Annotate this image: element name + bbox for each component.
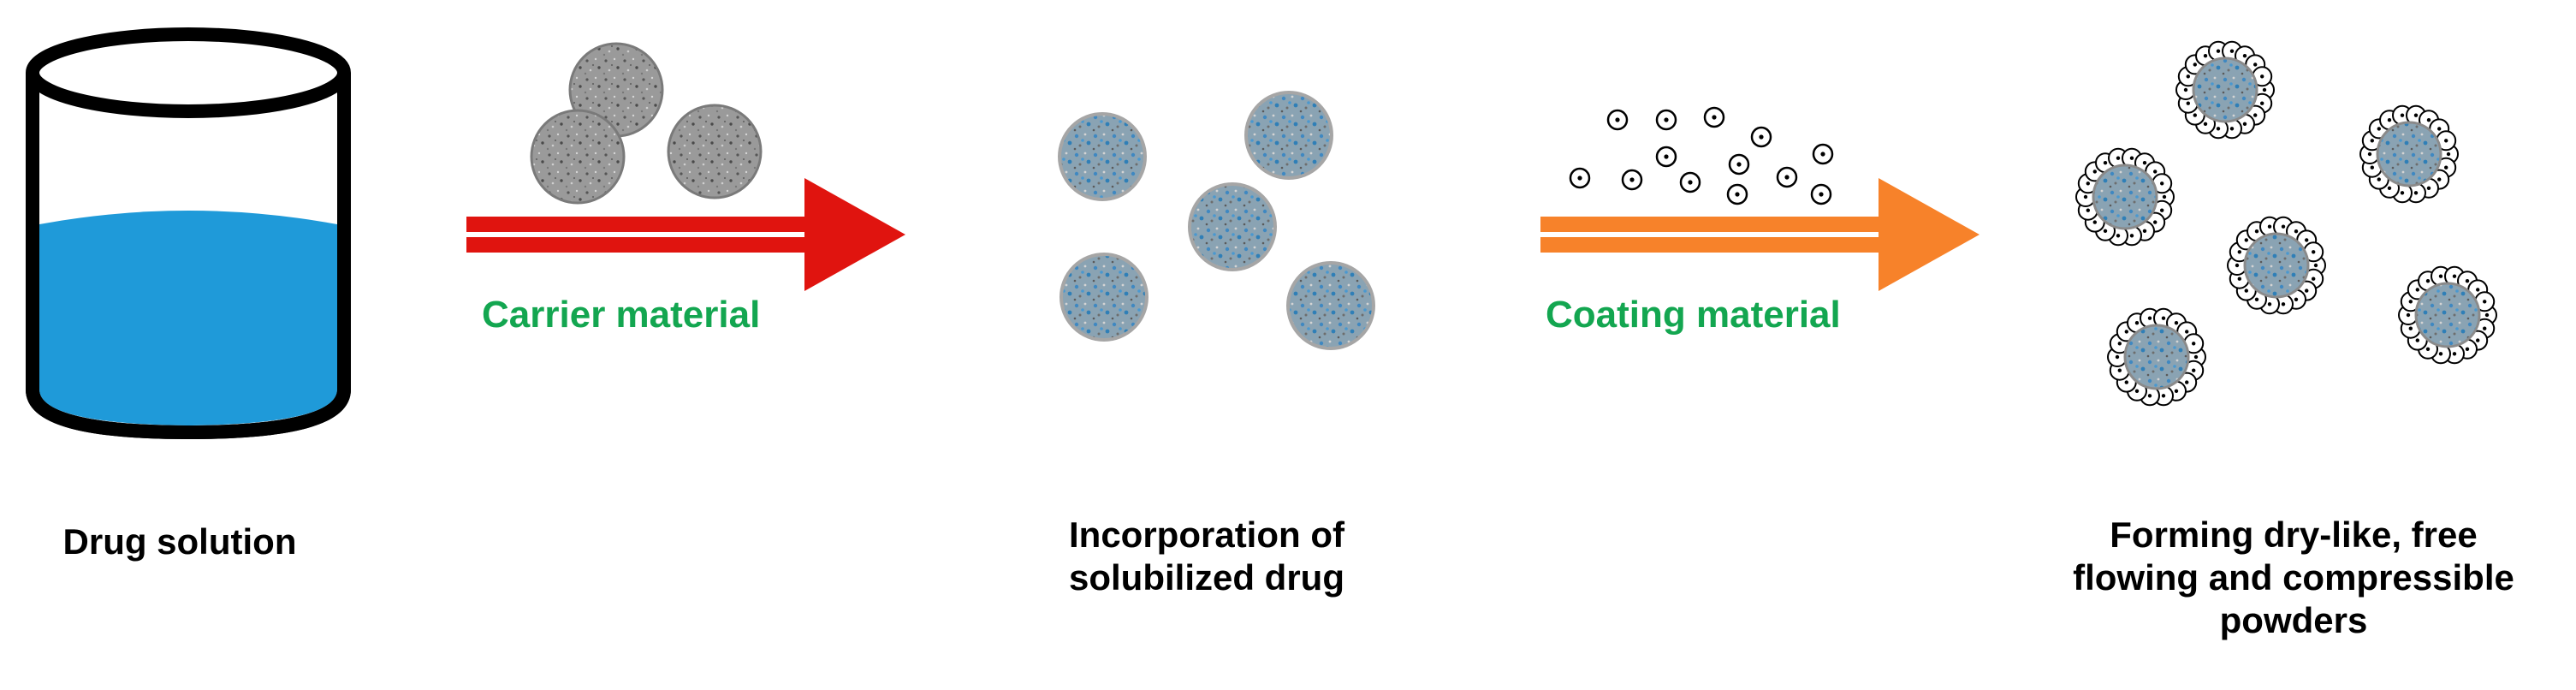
coating-particle-icon <box>1655 146 1677 168</box>
carrier-arrow <box>466 178 905 291</box>
coated-particle-icon <box>2175 40 2275 140</box>
coating-particle-icon <box>1810 183 1832 205</box>
coating-particle-icon <box>1569 167 1591 189</box>
coated-particle-icon <box>2227 216 2326 315</box>
coating-particle-icon <box>1776 166 1798 188</box>
carrier-particle-icon <box>667 104 763 199</box>
drug-loaded-particle-icon <box>1058 112 1147 201</box>
coating-particle-icon <box>1726 183 1748 205</box>
step3-caption-line3: powders <box>2219 600 2368 640</box>
carrier-particles <box>530 42 763 205</box>
drug-loaded-particle-icon <box>1059 253 1149 342</box>
coating-arrow <box>1540 178 1979 291</box>
drug-solution-liquid <box>39 211 337 425</box>
coating-particle-icon <box>1703 106 1725 128</box>
coating-particle-icon <box>1621 169 1643 191</box>
step1-caption-line: Drug solution <box>62 521 297 562</box>
drug-loaded-particle-icon <box>1244 91 1333 180</box>
step1-caption: Drug solution <box>0 520 359 563</box>
carrier-particle-icon <box>530 109 626 205</box>
step2-caption-line2: solubilized drug <box>1069 557 1344 598</box>
coating-particle-icon <box>1750 126 1772 148</box>
coating-particles <box>1569 106 1834 205</box>
coating-arrow-label: Coating material <box>1546 294 1841 336</box>
coated-particles <box>2075 40 2497 407</box>
drug-loaded-particles <box>1058 91 1375 350</box>
coated-particle-icon <box>2359 104 2459 204</box>
coating-particle-icon <box>1728 153 1750 175</box>
coating-particle-icon <box>1655 109 1677 131</box>
coated-particle-icon <box>2107 307 2206 407</box>
coated-particle-icon <box>2075 147 2175 247</box>
drug-loaded-particle-icon <box>1188 182 1277 271</box>
coated-particle-icon <box>2398 265 2497 365</box>
coating-particle-icon <box>1679 171 1701 193</box>
drug-loaded-particle-icon <box>1286 261 1375 350</box>
coating-particle-icon <box>1606 109 1629 131</box>
step2-caption: Incorporation of solubilized drug <box>984 514 1429 599</box>
step3-caption-line1: Forming dry-like, free <box>2110 515 2478 555</box>
carrier-arrow-label: Carrier material <box>482 294 761 336</box>
step2-caption-line1: Incorporation of <box>1069 515 1344 555</box>
coating-particle-icon <box>1812 143 1834 165</box>
step3-caption: Forming dry-like, free flowing and compr… <box>2020 514 2567 642</box>
step3-caption-line2: flowing and compressible <box>2073 557 2514 598</box>
beaker-icon <box>26 27 351 440</box>
